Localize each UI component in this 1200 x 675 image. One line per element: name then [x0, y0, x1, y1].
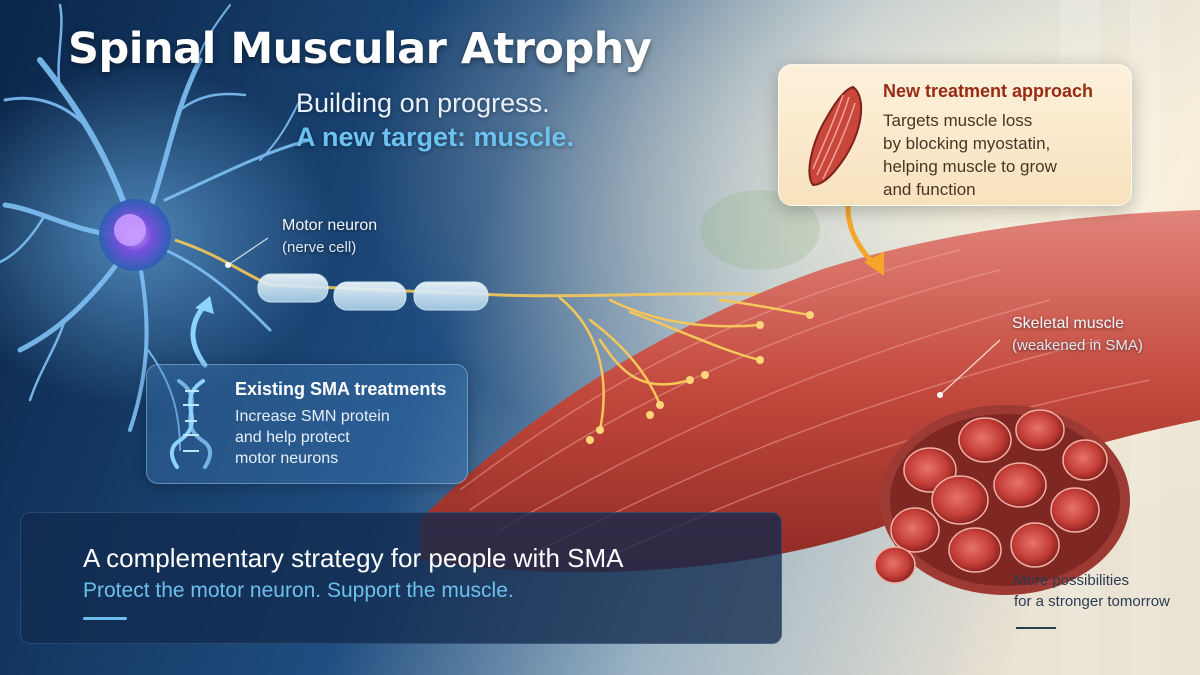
page-title: Spinal Muscular Atrophy	[68, 24, 652, 74]
strategy-subheading: Protect the motor neuron. Support the mu…	[83, 579, 514, 602]
new-treatment-body: Targets muscle loss by blocking myostati…	[883, 109, 1123, 201]
strategy-heading: A complementary strategy for people with…	[83, 543, 624, 573]
skeletal-muscle-detail: (weakened in SMA)	[1012, 337, 1143, 354]
new-treatment-line: by blocking myostatin,	[883, 134, 1051, 153]
closing-line: More possibilities	[1014, 572, 1130, 589]
closing-divider	[1016, 627, 1056, 629]
strategy-divider	[83, 617, 127, 620]
existing-treatments-line: motor neurons	[235, 450, 339, 467]
strategy-panel: A complementary strategy for people with…	[20, 512, 782, 644]
new-treatment-line: helping muscle to grow	[883, 157, 1057, 176]
skeletal-muscle-label: Skeletal muscle (weakened in SMA)	[1012, 315, 1143, 354]
new-treatment-heading: New treatment approach	[883, 81, 1094, 101]
muscle-icon	[808, 85, 863, 187]
motor-neuron-name: Motor neuron	[282, 217, 378, 234]
motor-neuron-detail: (nerve cell)	[282, 239, 357, 256]
subtitle-line-2: A new target: muscle.	[296, 122, 575, 152]
existing-treatments-line: and help protect	[235, 429, 350, 446]
skeletal-muscle-name: Skeletal muscle	[1012, 315, 1125, 332]
subtitle-line-1: Building on progress.	[296, 88, 550, 118]
new-treatment-callout: New treatment approach Targets muscle lo…	[778, 64, 1132, 206]
motor-neuron-label: Motor neuron (nerve cell)	[282, 217, 377, 256]
existing-treatments-callout: Existing SMA treatments Increase SMN pro…	[146, 364, 468, 484]
dna-icon	[170, 379, 212, 469]
existing-treatments-line: Increase SMN protein	[235, 408, 390, 425]
existing-treatments-body: Increase SMN protein and help protect mo…	[235, 406, 390, 469]
closing-line: for a stronger tomorrow	[1014, 593, 1170, 610]
new-treatment-line: and function	[883, 180, 976, 199]
existing-treatments-heading: Existing SMA treatments	[235, 379, 447, 399]
new-treatment-line: Targets muscle loss	[883, 111, 1033, 130]
closing-note: More possibilities for a stronger tomorr…	[1014, 570, 1170, 612]
